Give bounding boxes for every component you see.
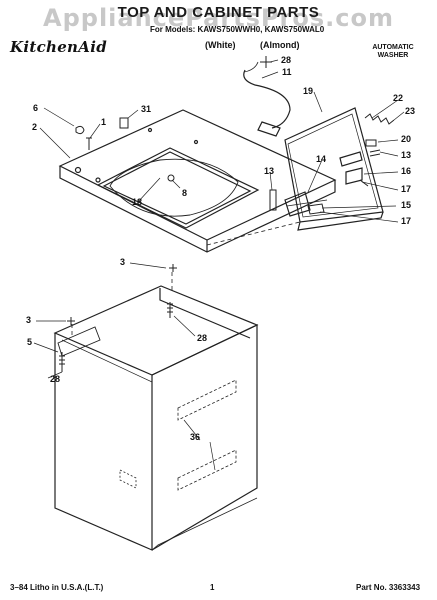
callout-6: 6 <box>33 103 39 113</box>
callout-22: 22 <box>393 93 404 103</box>
callout-18: 18 <box>132 197 143 207</box>
product-type: AUTOMATIC WASHER <box>366 44 420 60</box>
callout-3-lower: 3 <box>26 315 32 325</box>
callout-8: 8 <box>182 188 188 198</box>
litho-note: 3–84 Litho in U.S.A.(L.T.) <box>10 583 104 592</box>
callout-19: 19 <box>303 86 314 96</box>
cabinet <box>53 285 259 551</box>
callout-15: 15 <box>401 200 412 210</box>
callout-20: 20 <box>401 134 412 144</box>
alignment-lines <box>71 221 301 335</box>
callout-11: 11 <box>282 67 292 77</box>
callout-13-left: 13 <box>264 166 275 176</box>
page-title: TOP AND CABINET PARTS <box>117 4 320 21</box>
callout-17-upper: 17 <box>401 184 412 194</box>
wire-harness <box>243 69 291 129</box>
screws <box>59 56 381 372</box>
page-number: 1 <box>210 583 215 592</box>
callout-23: 23 <box>405 106 416 116</box>
callout-28-middle: 28 <box>197 333 208 343</box>
model-numbers: For Models: KAWS750WWH0, KAWS750WAL0 <box>150 25 325 34</box>
switch-bracket <box>345 167 363 185</box>
product-type-line-2: WASHER <box>377 52 409 59</box>
callout-17-lower: 17 <box>401 216 412 226</box>
washer-top-panel <box>58 109 337 253</box>
callout-28-lower: 28 <box>50 374 61 384</box>
spring <box>364 113 395 125</box>
color-white-label: (White) <box>205 40 236 50</box>
callout-16: 16 <box>401 166 412 176</box>
watermark: AppliancePartsPros.com <box>43 4 394 32</box>
callout-13-right: 13 <box>401 150 412 160</box>
color-almond-label: (Almond) <box>260 40 300 50</box>
callout-2: 2 <box>32 122 38 132</box>
console-back-panel <box>284 107 384 231</box>
brand-logo: KitchenAid <box>10 38 107 56</box>
callout-14: 14 <box>316 154 327 164</box>
callout-31: 31 <box>141 104 152 114</box>
callout-5: 5 <box>27 337 33 347</box>
leader-lines <box>33 59 405 471</box>
callout-28-top: 28 <box>281 55 292 65</box>
callout-1: 1 <box>101 117 107 127</box>
harness-connector <box>257 121 281 137</box>
end-cap-left <box>284 191 311 217</box>
product-type-line-1: AUTOMATIC <box>372 44 414 51</box>
callout-3-upper: 3 <box>120 257 126 267</box>
callout-36: 36 <box>190 432 201 442</box>
hinge-bracket <box>339 151 363 167</box>
part-number: Part No. 3363343 <box>356 583 421 592</box>
